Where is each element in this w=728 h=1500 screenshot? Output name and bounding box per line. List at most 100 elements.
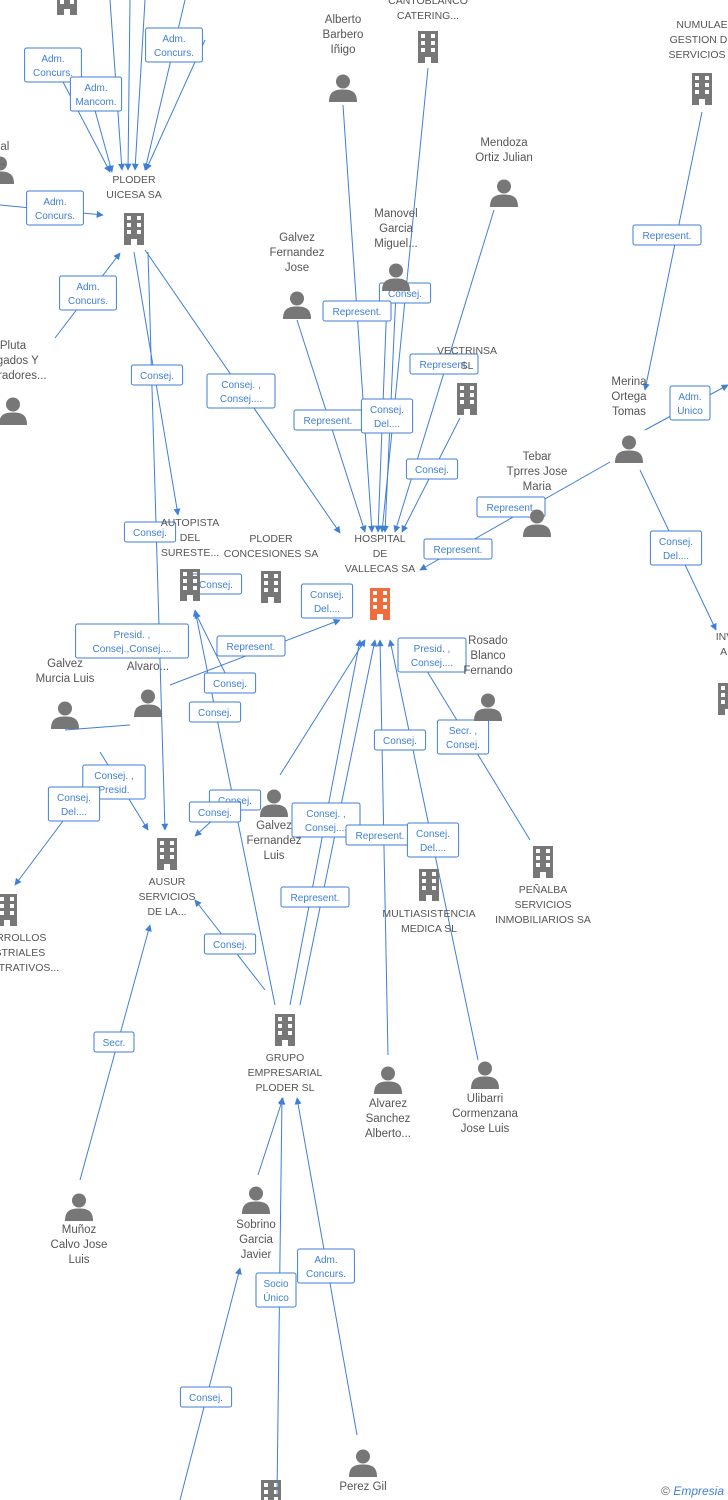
node-label: Tomas: [612, 406, 646, 418]
edge-label[interactable]: Consej.Del....: [300, 583, 354, 619]
node-label: SERVICIOS S: [669, 49, 728, 61]
edge-label[interactable]: Represent.: [476, 496, 546, 518]
edge-label[interactable]: Represent.: [280, 886, 350, 908]
edge-label[interactable]: Secr.: [93, 1031, 135, 1053]
edge-label[interactable]: Consej.: [179, 1386, 233, 1408]
node-label: DESARROLLOS: [0, 932, 46, 944]
node-label: Rosado: [468, 635, 508, 647]
edge-line: [179, 1267, 242, 1500]
edge-label[interactable]: Represent.: [293, 409, 363, 431]
node-label: Sanchez: [366, 1113, 411, 1125]
person-node-alvarez[interactable]: AlvarezSanchezAlberto...: [365, 1066, 411, 1141]
edge-label[interactable]: Represent.: [409, 353, 479, 375]
node-label: Murcia Luis: [36, 673, 95, 685]
node-label: PLODER: [249, 533, 293, 545]
company-node-cantoblanco[interactable]: CANTOBLANCOCATERING...: [388, 0, 468, 63]
person-icon: [283, 291, 311, 319]
edge-label[interactable]: Consej. ,Consej....: [291, 802, 361, 838]
edge-label[interactable]: Consej.: [188, 701, 242, 723]
node-label: INDUSTRIALES: [0, 947, 45, 959]
edge-label[interactable]: Consej. ,Consej....: [206, 373, 276, 409]
building-icon: [157, 838, 177, 870]
building-icon: [124, 213, 144, 245]
company-node-desarrollos[interactable]: DESARROLLOSINDUSTRIALESADMINISTRATIVOS..…: [0, 894, 59, 974]
person-icon: [490, 179, 518, 207]
node-label: AUSUR: [149, 876, 186, 888]
edge-label-text: Consej.: [198, 708, 232, 719]
company-node-bottom_company[interactable]: [261, 1480, 281, 1500]
edge-label[interactable]: Represent.: [322, 300, 392, 322]
person-node-left_top_person[interactable]: ...al...: [0, 141, 14, 184]
edge-label[interactable]: Consej.Del....: [47, 786, 101, 822]
edge-label-text: Consej. ,: [306, 809, 345, 820]
edge-label[interactable]: Consej.: [189, 573, 243, 595]
edge-label[interactable]: Adm.Mancom.: [69, 76, 123, 112]
edge-label[interactable]: Adm.Concurs.: [59, 275, 117, 311]
edge-label[interactable]: Consej.: [203, 672, 257, 694]
edge-label[interactable]: Represent.: [216, 635, 286, 657]
edge-label[interactable]: Adm.Unico: [669, 385, 711, 421]
company-node-inve[interactable]: INVEAM: [716, 631, 728, 715]
brand-logo-text[interactable]: Empresia: [673, 1484, 724, 1498]
person-icon: [471, 1061, 499, 1089]
edge-line: [257, 1097, 285, 1176]
edge-label[interactable]: Consej.Del....: [649, 530, 703, 566]
edge-label[interactable]: Consej.: [203, 933, 257, 955]
edge-label[interactable]: Consej.: [130, 364, 184, 386]
node-label: Ortega: [611, 391, 647, 403]
edge-label[interactable]: Adm.Concurs.: [26, 190, 84, 226]
edge-label[interactable]: Consej.Del....: [406, 822, 460, 858]
node-label: GESTION DE: [670, 34, 728, 46]
edge-label[interactable]: Consej.: [405, 458, 459, 480]
edge-line: [64, 724, 131, 731]
person-node-alvaro[interactable]: Alvaro...: [127, 661, 169, 717]
edge-label[interactable]: Adm.Concurs.: [297, 1248, 355, 1284]
edge-label[interactable]: Presid. ,Consej.,Consej....: [75, 623, 189, 659]
edge-label[interactable]: Adm.Concurs.: [24, 47, 82, 83]
edge-label[interactable]: Adm.Concurs.: [145, 27, 203, 63]
node-label: Alvarez: [369, 1098, 408, 1110]
edge-label[interactable]: Represent.: [345, 824, 415, 846]
person-node-pluta[interactable]: Pluta...gados Y...stradores...: [0, 340, 47, 425]
person-node-perez_gil[interactable]: Perez Gil: [339, 1449, 387, 1494]
edge-label[interactable]: Represent.: [423, 538, 493, 560]
edge-label[interactable]: Presid. ,Consej....: [397, 637, 467, 673]
edge-label[interactable]: Consej.Del....: [360, 398, 414, 434]
edge-label[interactable]: Consej.: [123, 521, 177, 543]
node-label: Fernando: [463, 665, 512, 677]
company-node-autopista[interactable]: AUTOPISTADELSURESTE...: [161, 517, 220, 601]
edge-label-text: Consej.: [415, 465, 449, 476]
edge-label[interactable]: Consej.: [188, 801, 242, 823]
edge-label-text: Consej.: [133, 528, 167, 539]
edge-label[interactable]: Represent.: [632, 224, 702, 246]
edge-label[interactable]: Consej.: [373, 729, 427, 751]
edge-label-text: Consej.: [213, 679, 247, 690]
node-label: Tprres Jose: [507, 466, 568, 478]
edge-label[interactable]: Secr. ,Consej.: [436, 719, 490, 755]
edge-label-text: Consej.: [189, 1393, 223, 1404]
person-icon: [0, 397, 27, 425]
company-node-top_company[interactable]: [57, 0, 77, 15]
person-node-manovel[interactable]: ManovelGarciaMiguel...: [374, 208, 418, 291]
